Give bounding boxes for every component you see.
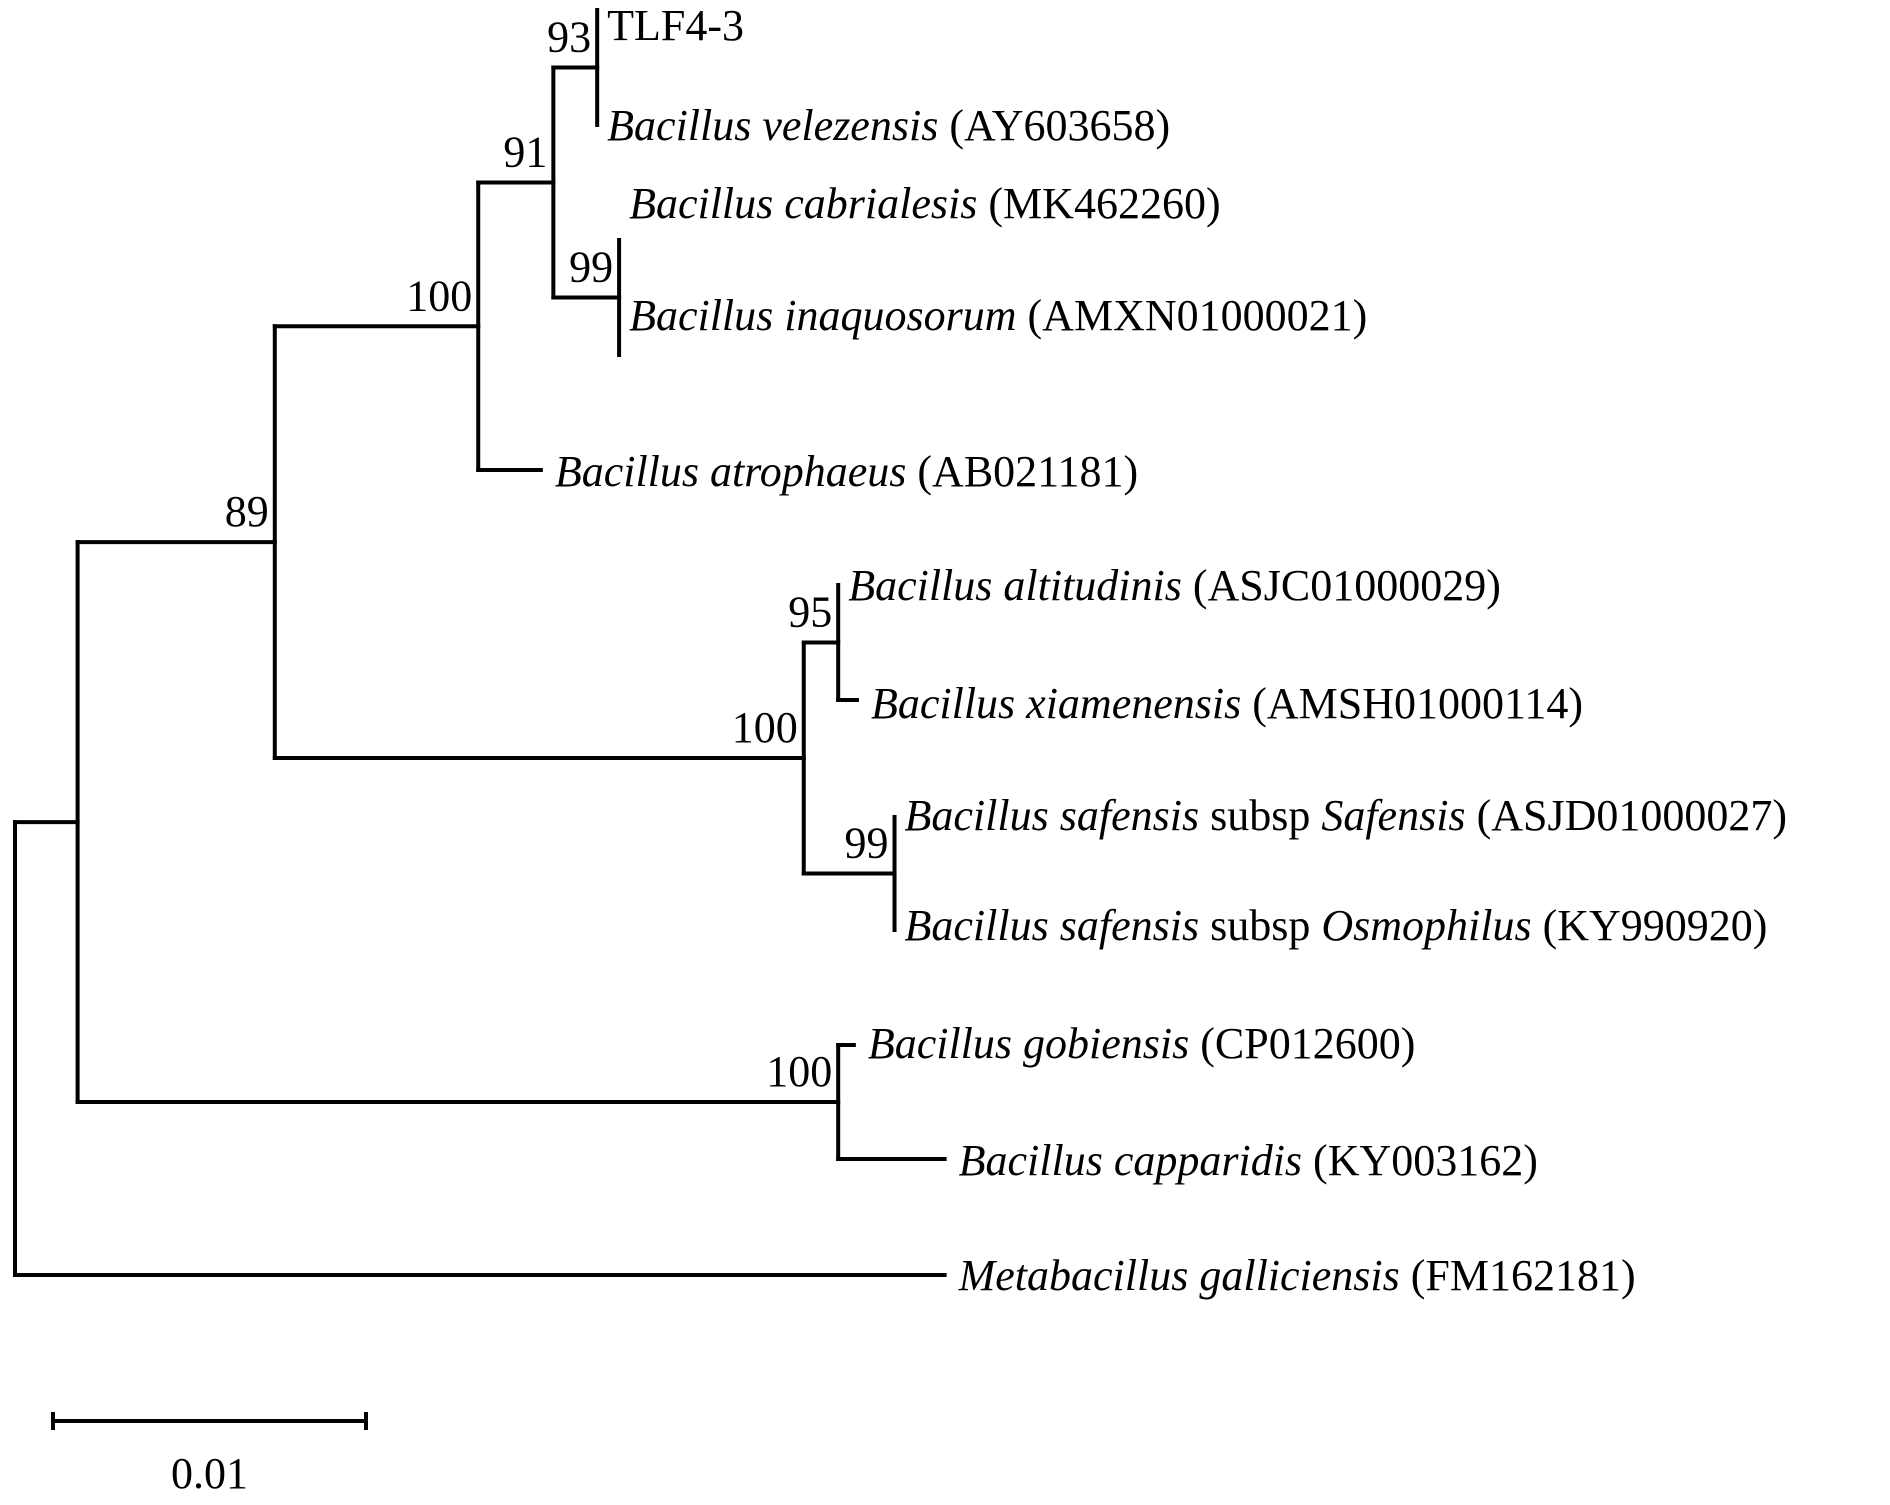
accession: subsp	[1199, 901, 1321, 950]
bootstrap-n95: 95	[788, 588, 832, 637]
leaf-label-tlf4-3: TLF4-3	[607, 1, 744, 50]
bootstrap-n100a: 100	[406, 271, 472, 320]
taxon-name: Metabacillus galliciensis	[958, 1251, 1400, 1300]
leaf-label-gobiensis: Bacillus gobiensis (CP012600)	[868, 1019, 1416, 1068]
bootstrap-values: 93 99 91 100 95 99 100 89 100	[225, 13, 889, 1097]
taxon-name: Safensis	[1321, 791, 1465, 840]
bootstrap-n93: 93	[547, 13, 591, 62]
leaf-label-atrophaeus: Bacillus atrophaeus (AB021181)	[555, 447, 1138, 496]
taxon-name: Bacillus xiamenensis	[871, 679, 1241, 728]
leaf-label-capparidis: Bacillus capparidis (KY003162)	[959, 1136, 1538, 1185]
scale-bar-label: 0.01	[171, 1449, 248, 1498]
taxon-name: Bacillus safensis	[905, 791, 1200, 840]
taxon-name: Osmophilus	[1321, 901, 1531, 950]
leaf-label-inaquosorum: Bacillus inaquosorum (AMXN01000021)	[629, 291, 1367, 340]
taxon-name: Bacillus altitudinis	[848, 561, 1182, 610]
bootstrap-n89: 89	[225, 487, 269, 536]
accession: (AY603658)	[938, 101, 1170, 150]
leaf-label-cabrialesis: Bacillus cabrialesis (MK462260)	[629, 179, 1221, 228]
leaf-label-velezensis: Bacillus velezensis (AY603658)	[607, 101, 1170, 150]
bootstrap-n99a: 99	[569, 243, 613, 292]
accession: (CP012600)	[1189, 1019, 1415, 1068]
tree-branches	[13, 8, 947, 1277]
accession: (MK462260)	[977, 179, 1220, 228]
accession: (KY003162)	[1302, 1136, 1538, 1185]
accession: subsp	[1199, 791, 1321, 840]
bootstrap-n91: 91	[503, 128, 547, 177]
accession: (KY990920)	[1532, 901, 1768, 950]
bootstrap-n99b: 99	[845, 819, 889, 868]
taxon-name: Bacillus inaquosorum	[629, 291, 1016, 340]
taxon-name: Bacillus cabrialesis	[629, 179, 977, 228]
accession: (ASJD01000027)	[1466, 791, 1787, 840]
bootstrap-n100c: 100	[766, 1047, 832, 1096]
taxon-name: Bacillus capparidis	[959, 1136, 1302, 1185]
accession: TLF4-3	[607, 1, 744, 50]
leaf-label-xiamenensis: Bacillus xiamenensis (AMSH01000114)	[871, 679, 1583, 728]
accession: (AB021181)	[906, 447, 1138, 496]
taxon-name: Bacillus gobiensis	[868, 1019, 1189, 1068]
leaf-label-galliciensis: Metabacillus galliciensis (FM162181)	[958, 1251, 1636, 1300]
scale-bar: 0.01	[51, 1412, 368, 1498]
taxon-name: Bacillus safensis	[905, 901, 1200, 950]
leaf-label-safensis-safensis: Bacillus safensis subsp Safensis (ASJD01…	[905, 791, 1788, 840]
accession: (FM162181)	[1400, 1251, 1636, 1300]
leaf-label-safensis-osmophilus: Bacillus safensis subsp Osmophilus (KY99…	[905, 901, 1768, 950]
accession: (AMSH01000114)	[1241, 679, 1583, 728]
leaf-label-altitudinis: Bacillus altitudinis (ASJC01000029)	[848, 561, 1501, 610]
accession: (ASJC01000029)	[1182, 561, 1501, 610]
taxon-name: Bacillus atrophaeus	[555, 447, 907, 496]
accession: (AMXN01000021)	[1017, 291, 1368, 340]
taxon-name: Bacillus velezensis	[607, 101, 938, 150]
bootstrap-n100b: 100	[732, 703, 798, 752]
